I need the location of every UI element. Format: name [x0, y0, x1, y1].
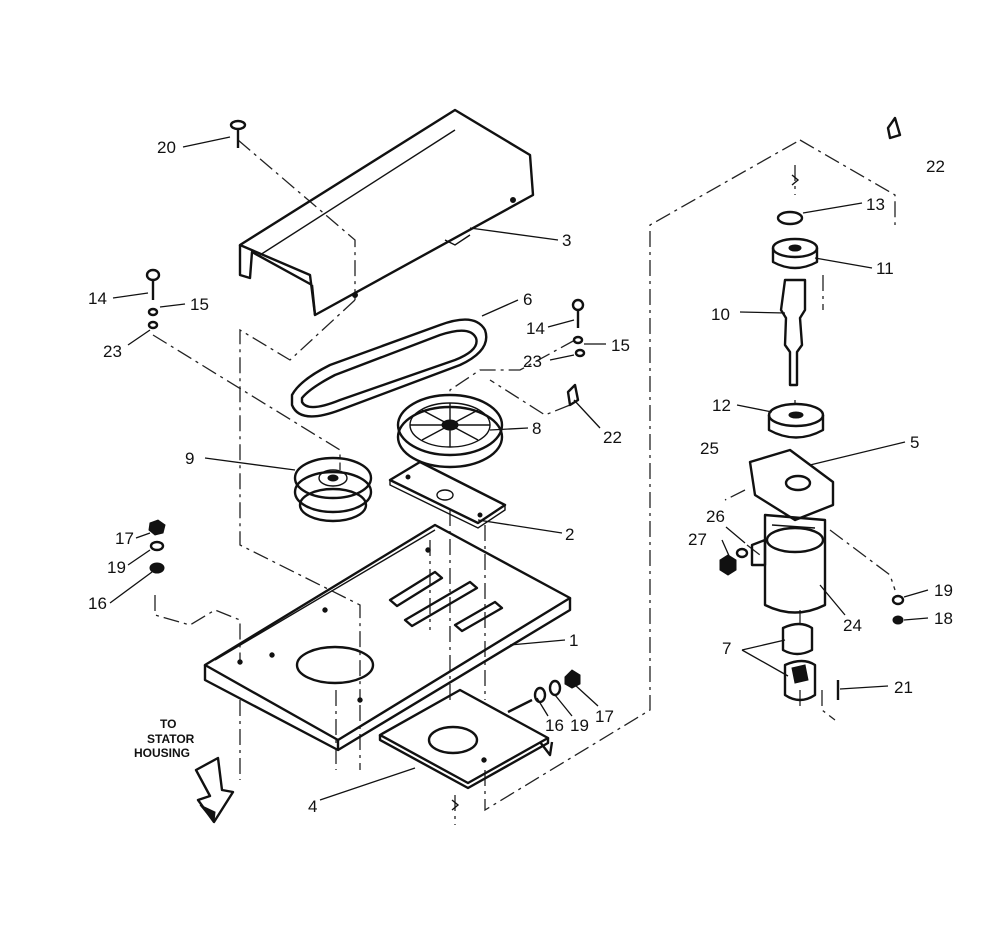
- nut-washer-set-left: [148, 519, 166, 574]
- bolt-set-left: [145, 268, 161, 330]
- callout-14: 14: [88, 289, 107, 308]
- nut-18: [892, 615, 904, 625]
- callout-15: 15: [611, 336, 630, 355]
- key-22-upper: [886, 116, 902, 140]
- stator-housing-note: TO STATOR HOUSING: [134, 717, 195, 760]
- coupling-11: [771, 237, 819, 270]
- callout-7: 7: [722, 639, 731, 658]
- small-pulley: [293, 456, 373, 523]
- callout-19: 19: [107, 558, 126, 577]
- break-marks: [451, 174, 800, 811]
- v-belt: [290, 318, 488, 418]
- spacer-plate: [388, 460, 507, 529]
- callout-8: 8: [532, 419, 541, 438]
- note-line-1: TO: [160, 717, 176, 731]
- callout-15: 15: [190, 295, 209, 314]
- washer-26: [735, 547, 749, 559]
- large-pulley: [396, 393, 504, 469]
- retaining-ring-13: [776, 210, 804, 226]
- callout-9: 9: [185, 449, 194, 468]
- coupler-halves-7: [781, 622, 817, 702]
- callout-10: 10: [711, 305, 730, 324]
- gear-12: [767, 402, 825, 439]
- stator-arrow-icon: [194, 756, 235, 824]
- callout-17: 17: [115, 529, 134, 548]
- callout-27: 27: [688, 530, 707, 549]
- callout-16: 16: [545, 716, 564, 735]
- callout-22: 22: [926, 157, 945, 176]
- callout-1: 1: [569, 631, 578, 650]
- mounting-bracket: [378, 688, 554, 790]
- callout-23: 23: [103, 342, 122, 361]
- leader-lines: [109, 136, 929, 801]
- callout-5: 5: [910, 433, 919, 452]
- belt-guard-cover: [238, 108, 535, 317]
- callout-20: 20: [157, 138, 176, 157]
- callout-13: 13: [866, 195, 885, 214]
- callout-26: 26: [706, 507, 725, 526]
- shaft-10: [779, 278, 807, 387]
- callout-17: 17: [595, 707, 614, 726]
- alignment-lines: [152, 139, 896, 825]
- screw-20: [229, 119, 247, 148]
- callout-4: 4: [308, 797, 317, 816]
- callout-2: 2: [565, 525, 574, 544]
- callout-16: 16: [88, 594, 107, 613]
- motor-24: [750, 513, 827, 614]
- bolt-set-right: [571, 298, 586, 358]
- key-22-lower: [566, 383, 580, 407]
- note-line-2: STATOR: [147, 732, 195, 746]
- callout-21: 21: [894, 678, 913, 697]
- callout-18: 18: [934, 609, 953, 628]
- washer-19: [891, 594, 905, 606]
- callout-19: 19: [570, 716, 589, 735]
- nut-washer-set-right: [507, 669, 581, 714]
- callout-11: 11: [876, 259, 894, 278]
- callout-12: 12: [712, 396, 731, 415]
- callout-24: 24: [843, 616, 862, 635]
- callout-3: 3: [562, 231, 571, 250]
- callout-labels: 20 3 14 15 23 6 14 15 23 22 8 9 2 17 19 …: [88, 138, 953, 816]
- callout-19: 19: [934, 581, 953, 600]
- callout-14: 14: [526, 319, 545, 338]
- callout-22: 22: [603, 428, 622, 447]
- callout-23: 23: [523, 352, 542, 371]
- nut-27: [719, 554, 737, 576]
- base-plate: [203, 523, 572, 752]
- motor-mount-plate-5: [748, 448, 835, 522]
- callout-6: 6: [523, 290, 532, 309]
- note-line-3: HOUSING: [134, 746, 190, 760]
- callout-25: 25: [700, 439, 719, 458]
